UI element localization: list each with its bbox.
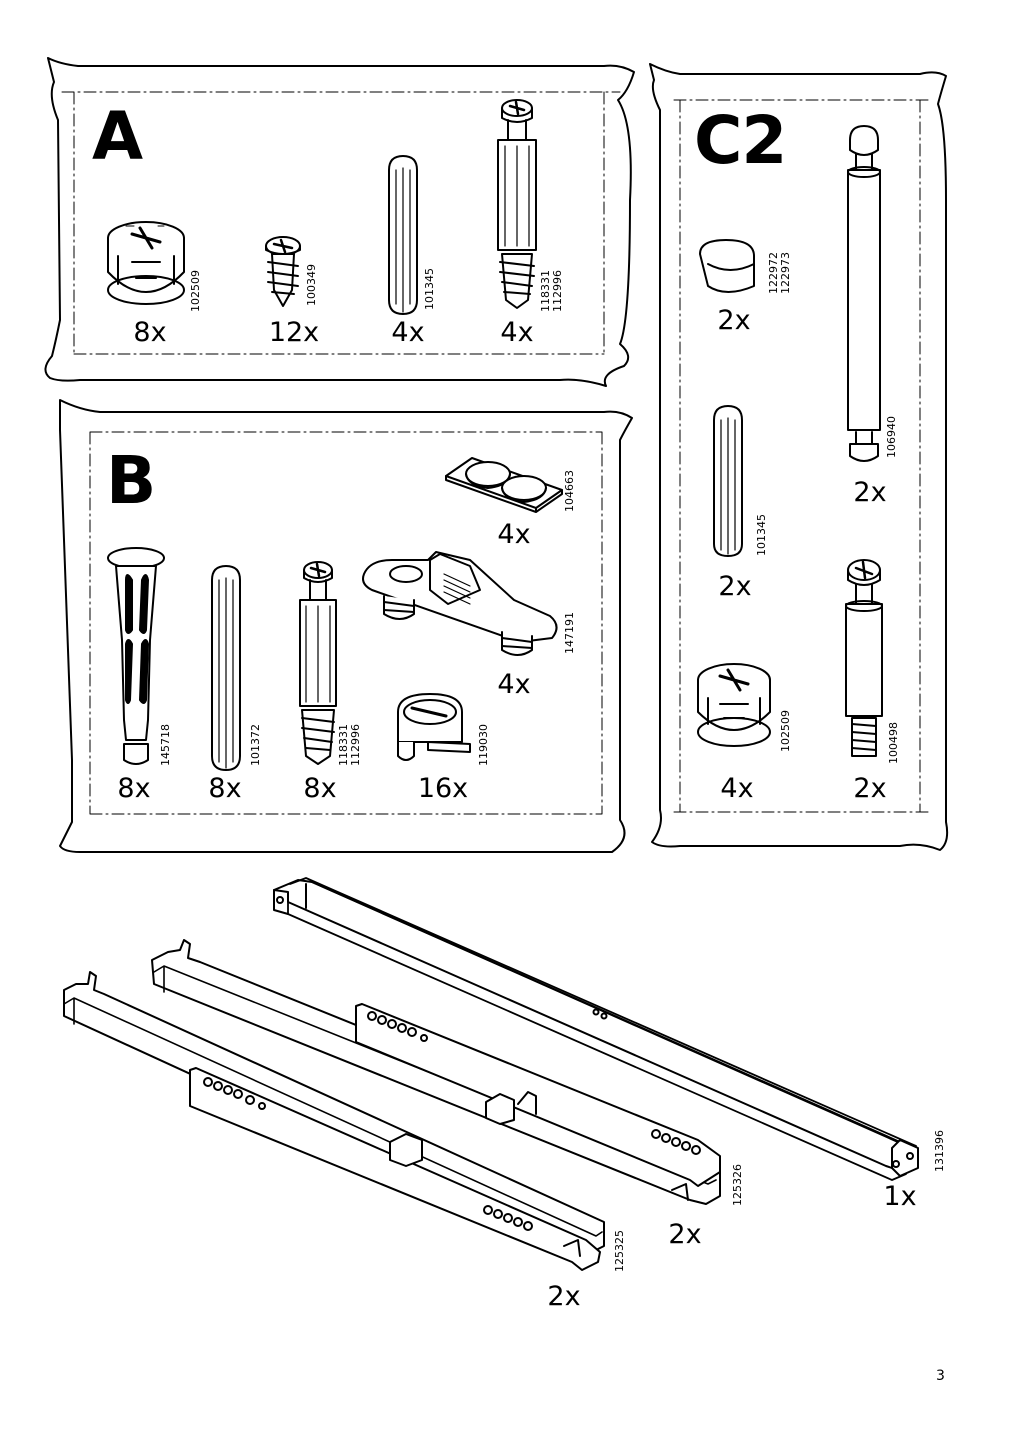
part-code: 125326: [731, 1164, 744, 1206]
cover-cap-icon: [699, 239, 755, 293]
part-quantity: 4x: [497, 519, 531, 550]
cam-lock-icon: [697, 663, 771, 747]
bag-c2-outline: [649, 63, 949, 851]
part-code: 106940: [885, 416, 898, 458]
cam-bolt-icon: [299, 561, 337, 765]
part-quantity: 8x: [208, 773, 242, 804]
part-quantity: 1x: [883, 1181, 917, 1212]
part-code: 147191: [563, 612, 576, 654]
part-code: 100498: [887, 722, 900, 764]
long-bolt-icon: [847, 125, 881, 462]
dowel-icon: [388, 155, 418, 315]
part-code: 100349: [305, 264, 318, 306]
part-quantity: 8x: [303, 773, 337, 804]
bag-b-outline: [59, 399, 633, 853]
part-quantity: 2x: [853, 773, 887, 804]
back-bar-icon: [273, 877, 919, 1181]
cam-lock-icon: [107, 221, 185, 305]
part-quantity: 2x: [717, 305, 751, 336]
bag-a-outline: [44, 57, 635, 387]
part-code: 118331 112996: [337, 724, 362, 766]
part-code: 101345: [423, 268, 436, 310]
part-code: 102509: [779, 710, 792, 752]
part-code: 122972 122973: [767, 252, 792, 294]
cam-connector-icon: [397, 693, 471, 761]
part-quantity: 16x: [417, 773, 469, 804]
drawer-runner-left-icon: [63, 971, 605, 1271]
drawer-clip-icon: [362, 551, 558, 656]
plug-pin-icon: [107, 547, 165, 765]
part-quantity: 8x: [117, 773, 151, 804]
part-code: 118331 112996: [539, 270, 564, 312]
dowel-icon: [713, 405, 743, 557]
part-code: 145718: [159, 724, 172, 766]
part-quantity: 8x: [133, 317, 167, 348]
part-code: 131396: [933, 1130, 946, 1172]
cam-bolt-icon: [497, 99, 537, 309]
part-quantity: 12x: [268, 317, 320, 348]
drawer-runner-right-icon: [151, 939, 721, 1205]
part-quantity: 4x: [391, 317, 425, 348]
page-number: 3: [936, 1368, 945, 1384]
felt-pads-icon: [445, 457, 563, 513]
dowel-icon: [211, 565, 241, 771]
part-code: 119030: [477, 724, 490, 766]
part-quantity: 2x: [718, 571, 752, 602]
threaded-bolt-icon: [845, 559, 883, 757]
part-quantity: 2x: [853, 477, 887, 508]
part-quantity: 2x: [547, 1281, 581, 1312]
part-quantity: 4x: [720, 773, 754, 804]
part-quantity: 2x: [668, 1219, 702, 1250]
part-code: 104663: [563, 470, 576, 512]
part-code: 101372: [249, 724, 262, 766]
part-code: 102509: [189, 270, 202, 312]
part-code: 101345: [755, 514, 768, 556]
part-quantity: 4x: [497, 669, 531, 700]
part-quantity: 4x: [500, 317, 534, 348]
bag-b-letter: B: [106, 442, 156, 519]
bag-c2-letter: C2: [694, 102, 787, 179]
bag-a-letter: A: [92, 98, 143, 175]
part-code: 125325: [613, 1230, 626, 1272]
screw-icon: [265, 236, 301, 307]
